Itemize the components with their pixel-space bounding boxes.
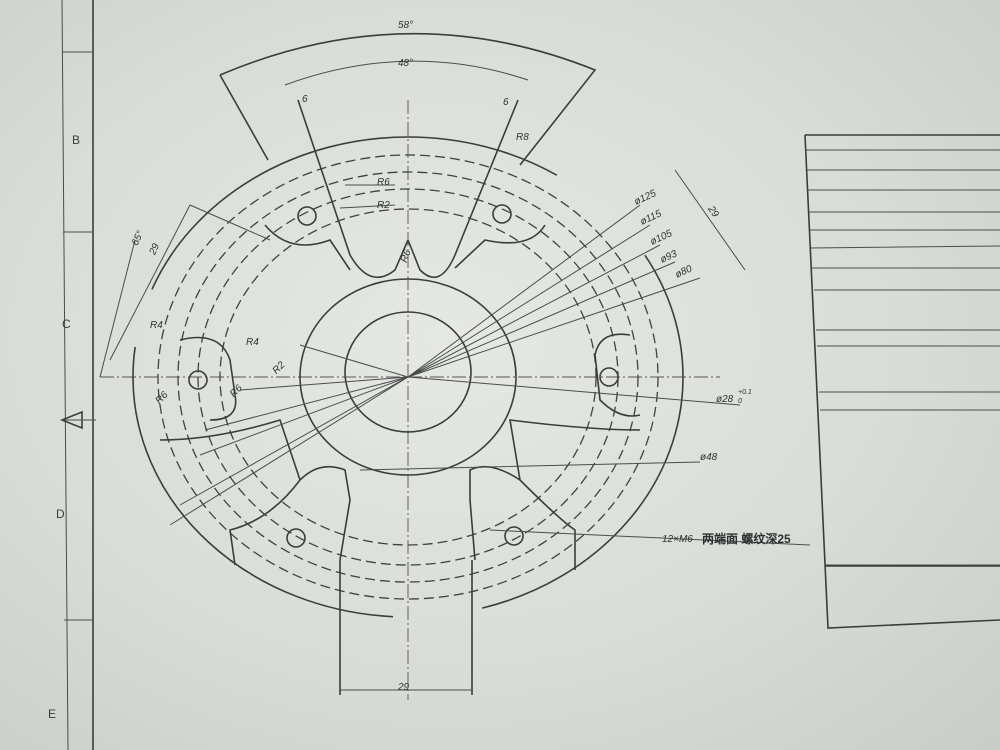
dim-r6-lower: R6 (154, 389, 171, 406)
dim-dia-48: ø48 (700, 452, 718, 463)
dim-dia-28-tol-upper: +0.1 (738, 389, 752, 396)
dim-angle-48: 48° (398, 58, 413, 69)
dim-slot-right: 6 (503, 97, 509, 108)
dim-r4-mid: R4 (246, 337, 259, 348)
dim-width-bottom: 29 (397, 682, 410, 693)
dim-dia-28-tol-lower: 0 (738, 398, 742, 405)
dim-dia-80: ø80 (674, 263, 695, 280)
front-view (99, 32, 811, 700)
frame-border-outer (61, 0, 69, 750)
dim-r2-top: R2 (377, 200, 390, 211)
dim-r8: R8 (516, 132, 529, 143)
dim-dia-115: ø115 (639, 208, 664, 227)
dim-dia-105: ø105 (649, 228, 675, 248)
zone-label-d: D (56, 507, 65, 521)
zone-label-b: B (72, 133, 80, 147)
thread-note-prefix: 12×M6 (662, 534, 693, 545)
dim-angle-65: 65° (130, 229, 146, 247)
dim-dia-28: ø28 (716, 394, 734, 405)
dim-width-left: 29 (147, 242, 162, 258)
dim-r4-left: R4 (150, 320, 163, 331)
zone-label-e: E (48, 707, 56, 721)
dim-r6-left: R6 (228, 383, 245, 400)
thread-note: 两端面 螺纹深25 (702, 531, 791, 546)
dim-r6-top: R6 (377, 177, 390, 188)
dim-r6-center: R6 (399, 248, 414, 264)
dim-angle-58: 58° (398, 20, 413, 31)
dim-r2-left: R2 (271, 359, 288, 376)
zone-label-c: C (62, 317, 71, 331)
side-view (804, 134, 1000, 629)
dim-dia-125: ø125 (633, 188, 659, 208)
dim-width-right: 29 (705, 203, 721, 220)
dim-slot-left: 6 (302, 94, 308, 105)
dim-dia-93: ø93 (659, 248, 680, 265)
